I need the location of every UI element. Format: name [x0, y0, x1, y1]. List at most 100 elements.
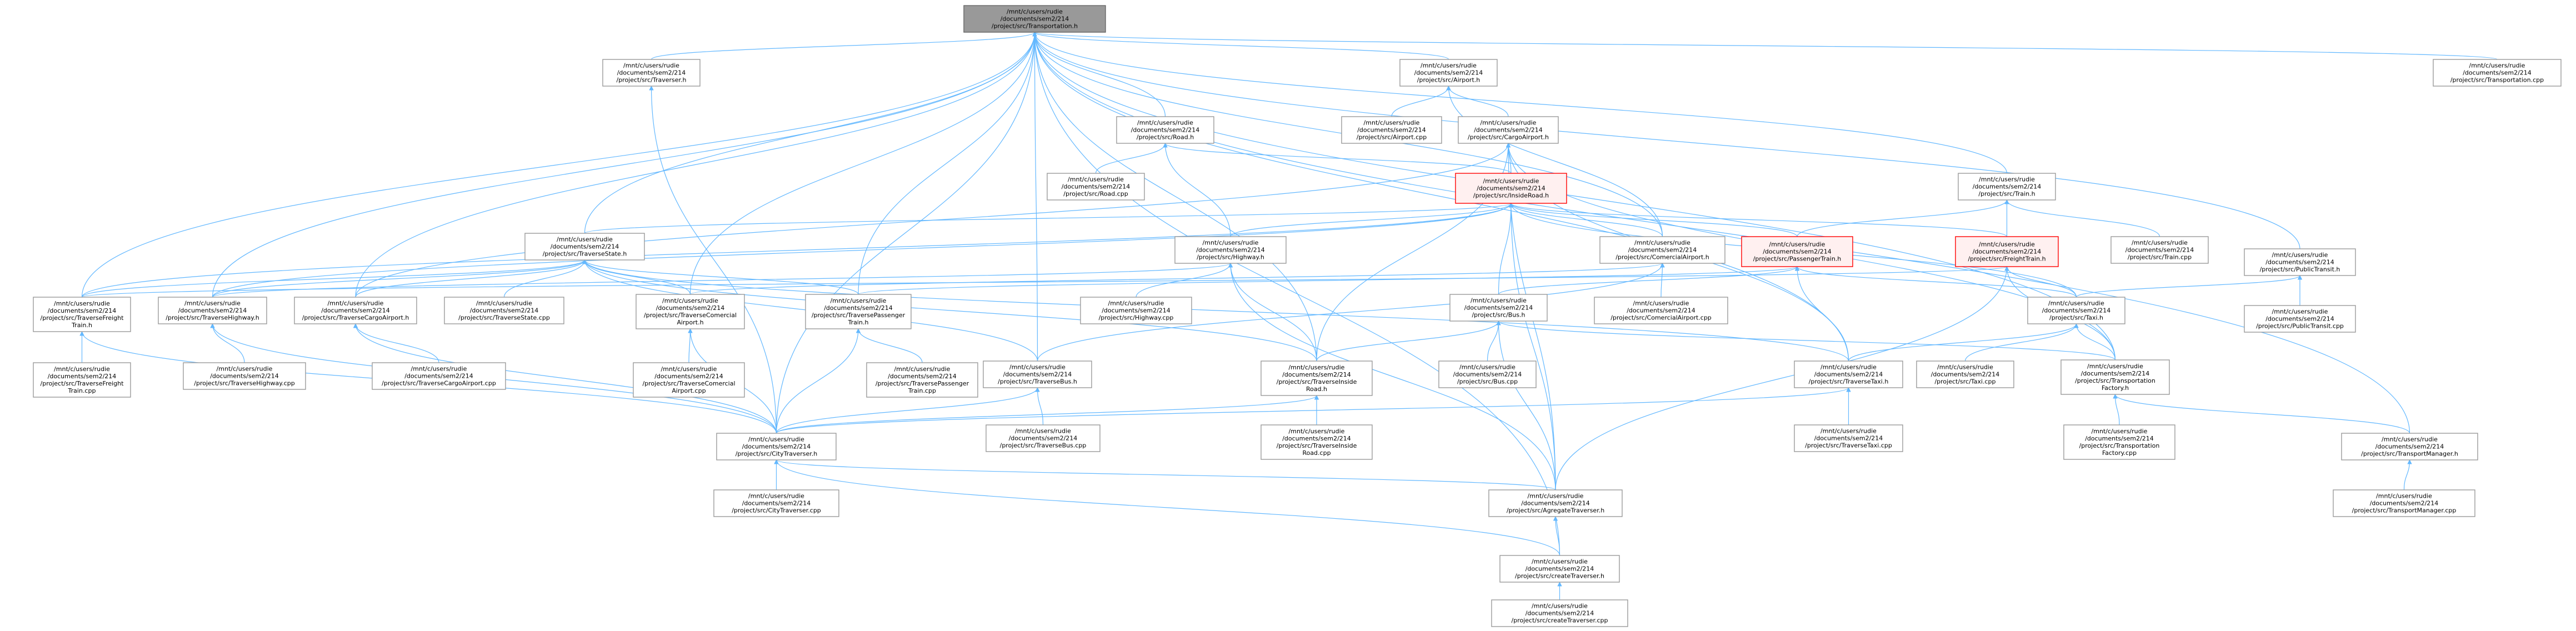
node-box — [183, 362, 306, 390]
file-node[interactable]: /mnt/c/users/rudie/documents/sem2/214/pr… — [1958, 173, 2056, 201]
node-label-line: /project/src/Bus.h — [1472, 312, 1525, 319]
file-node[interactable]: /mnt/c/users/rudie/documents/sem2/214/pr… — [2060, 359, 2170, 395]
file-node[interactable]: /mnt/c/users/rudie/documents/sem2/214/pr… — [1174, 236, 1287, 264]
node-box — [1047, 173, 1145, 201]
node-label-line: /mnt/c/users/rudie — [1480, 119, 1537, 127]
node-box — [1794, 360, 1903, 388]
node-label-line: /project/src/TraverseComercial — [644, 312, 737, 319]
dependency-edge — [1498, 266, 1800, 295]
file-node[interactable]: /mnt/c/users/rudie/documents/sem2/214/pr… — [602, 59, 701, 87]
file-node[interactable]: /mnt/c/users/rudie/documents/sem2/214/pr… — [2341, 433, 2478, 460]
node-label-line: /documents/sem2/214 — [1521, 500, 1590, 507]
dependency-edge — [212, 203, 1513, 298]
file-node[interactable]: /mnt/c/users/rudie/documents/sem2/214/pr… — [1594, 297, 1728, 324]
file-node[interactable]: /mnt/c/users/rudie/documents/sem2/214/pr… — [33, 362, 131, 398]
file-node[interactable]: /mnt/c/users/rudie/documents/sem2/214/pr… — [2333, 489, 2475, 517]
dependency-edge — [858, 266, 1799, 295]
file-node[interactable]: /mnt/c/users/rudie/documents/sem2/214/pr… — [1794, 424, 1903, 452]
file-node[interactable]: /mnt/c/users/rudie/documents/sem2/214/pr… — [294, 297, 417, 324]
file-node[interactable]: /mnt/c/users/rudie/documents/sem2/214/pr… — [1491, 599, 1628, 627]
node-label-line: /project/src/TransportManager.h — [2361, 450, 2458, 458]
file-node[interactable]: /mnt/c/users/rudie/documents/sem2/214/pr… — [1080, 297, 1192, 324]
file-node[interactable]: /mnt/c/users/rudie/documents/sem2/214/pr… — [1449, 294, 1548, 322]
file-node[interactable]: /mnt/c/users/rudie/documents/sem2/214/pr… — [1399, 59, 1498, 87]
file-node[interactable]: /mnt/c/users/rudie/documents/sem2/214/pr… — [1261, 424, 1373, 460]
file-node[interactable]: /mnt/c/users/rudie/documents/sem2/214/pr… — [2433, 59, 2562, 87]
file-node[interactable]: /mnt/c/users/rudie/documents/sem2/214/pr… — [1955, 236, 2059, 267]
node-label-line: /project/src/TraverseInside — [1277, 442, 1357, 449]
file-node[interactable]: /mnt/c/users/rudie/documents/sem2/214/pr… — [713, 489, 839, 517]
node-label-line: Train.cpp — [68, 387, 96, 394]
dependency-edge — [210, 323, 245, 363]
dependency-edge — [1032, 32, 1849, 362]
node-label-line: /mnt/c/users/rudie — [54, 300, 110, 307]
dependency-edge — [1032, 32, 1317, 362]
dependency-edge — [1391, 86, 1451, 117]
file-node[interactable]: /mnt/c/users/rudie/documents/sem2/214/pr… — [2110, 236, 2209, 264]
file-node[interactable]: /mnt/c/users/rudie/documents/sem2/214/pr… — [866, 362, 978, 398]
node-label-line: Road.h — [1306, 385, 1327, 393]
node-label-line: /mnt/c/users/rudie — [748, 436, 804, 443]
node-label-line: /project/src/TraverseHighway.cpp — [194, 380, 295, 387]
file-node[interactable]: /mnt/c/users/rudie/documents/sem2/214/pr… — [1116, 116, 1214, 144]
file-node[interactable]: /mnt/c/users/rudie/documents/sem2/214/pr… — [183, 362, 306, 390]
file-node[interactable]: /mnt/c/users/rudie/documents/sem2/214/pr… — [983, 360, 1092, 388]
file-node[interactable]: /mnt/c/users/rudie/documents/sem2/214/pr… — [986, 424, 1101, 452]
dependency-edge — [776, 395, 1319, 434]
node-label-line: /mnt/c/users/rudie — [1009, 364, 1066, 371]
file-node[interactable]: /mnt/c/users/rudie/documents/sem2/214/pr… — [2244, 248, 2356, 276]
dependency-edge — [212, 263, 1233, 298]
node-box — [633, 362, 745, 398]
file-node[interactable]: /mnt/c/users/rudie/documents/sem2/214/pr… — [636, 294, 745, 329]
file-node[interactable]: /mnt/c/users/rudie/documents/sem2/214/pr… — [633, 362, 745, 398]
node-label-line: Factory.cpp — [2102, 449, 2137, 457]
file-node[interactable]: /mnt/c/users/rudie/documents/sem2/214/pr… — [963, 5, 1106, 33]
node-label-line: /project/src/InsideRoad.h — [1473, 192, 1549, 199]
dependency-edge — [582, 259, 1317, 362]
file-node[interactable]: /mnt/c/users/rudie/documents/sem2/214/pr… — [716, 433, 837, 460]
file-node[interactable]: /mnt/c/users/rudie/documents/sem2/214/pr… — [2027, 297, 2125, 324]
file-node[interactable]: /mnt/c/users/rudie/documents/sem2/214/pr… — [1741, 236, 1853, 267]
file-node[interactable]: /mnt/c/users/rudie/documents/sem2/214/pr… — [1438, 360, 1537, 388]
node-label-line: /project/src/TraversePassenger — [876, 380, 969, 387]
dependency-edge — [651, 32, 1037, 60]
node-label-line: /mnt/c/users/rudie — [1108, 300, 1164, 307]
node-label-line: /documents/sem2/214 — [1464, 304, 1533, 312]
node-label-line: /project/src/TraverseState.h — [543, 251, 627, 258]
node-box — [866, 362, 978, 398]
node-label-line: /mnt/c/users/rudie — [1007, 8, 1063, 16]
file-node[interactable]: /mnt/c/users/rudie/documents/sem2/214/pr… — [1458, 116, 1559, 144]
node-label-line: /project/src/Transportation — [2079, 442, 2160, 449]
dependency-edge — [1498, 203, 1514, 295]
file-node[interactable]: /mnt/c/users/rudie/documents/sem2/214/pr… — [1488, 489, 1623, 517]
node-label-line: /mnt/c/users/rudie — [1483, 178, 1539, 185]
dependency-edge — [1228, 263, 1556, 490]
dependency-edge — [1032, 32, 2116, 360]
file-node[interactable]: /mnt/c/users/rudie/documents/sem2/214/pr… — [444, 297, 564, 324]
dependency-edge — [1446, 86, 1663, 237]
node-label-line: /mnt/c/users/rudie — [1820, 428, 1877, 435]
file-node[interactable]: /mnt/c/users/rudie/documents/sem2/214/pr… — [1341, 116, 1442, 144]
file-node[interactable]: /mnt/c/users/rudie/documents/sem2/214/pr… — [2244, 305, 2356, 333]
dependency-edge — [1032, 32, 2008, 174]
dependency-edge — [1136, 263, 1233, 298]
file-node[interactable]: /mnt/c/users/rudie/documents/sem2/214/pr… — [1455, 173, 1567, 204]
node-label-line: /documents/sem2/214 — [2042, 307, 2111, 314]
file-node[interactable]: /mnt/c/users/rudie/documents/sem2/214/pr… — [2063, 424, 2175, 460]
node-label-line: /mnt/c/users/rudie — [1633, 300, 1689, 307]
node-label-line: /project/src/TraverseState.cpp — [458, 314, 550, 322]
file-node[interactable]: /mnt/c/users/rudie/documents/sem2/214/pr… — [1916, 360, 2014, 388]
file-node[interactable]: /mnt/c/users/rudie/documents/sem2/214/pr… — [1794, 360, 1903, 388]
file-node[interactable]: /mnt/c/users/rudie/documents/sem2/214/pr… — [1499, 555, 1620, 583]
file-node[interactable]: /mnt/c/users/rudie/documents/sem2/214/pr… — [805, 294, 912, 329]
file-node[interactable]: /mnt/c/users/rudie/documents/sem2/214/pr… — [524, 233, 645, 261]
file-node[interactable]: /mnt/c/users/rudie/documents/sem2/214/pr… — [1599, 236, 1725, 264]
node-label-line: /mnt/c/users/rudie — [661, 365, 717, 373]
file-node[interactable]: /mnt/c/users/rudie/documents/sem2/214/pr… — [158, 297, 267, 324]
node-label-line: /documents/sem2/214 — [656, 304, 725, 312]
file-node[interactable]: /mnt/c/users/rudie/documents/sem2/214/pr… — [1261, 360, 1373, 396]
file-node[interactable]: /mnt/c/users/rudie/documents/sem2/214/pr… — [372, 362, 506, 390]
file-node[interactable]: /mnt/c/users/rudie/documents/sem2/214/pr… — [33, 297, 131, 332]
file-node[interactable]: /mnt/c/users/rudie/documents/sem2/214/pr… — [1047, 173, 1145, 201]
node-label-line: /mnt/c/users/rudie — [1459, 364, 1515, 371]
